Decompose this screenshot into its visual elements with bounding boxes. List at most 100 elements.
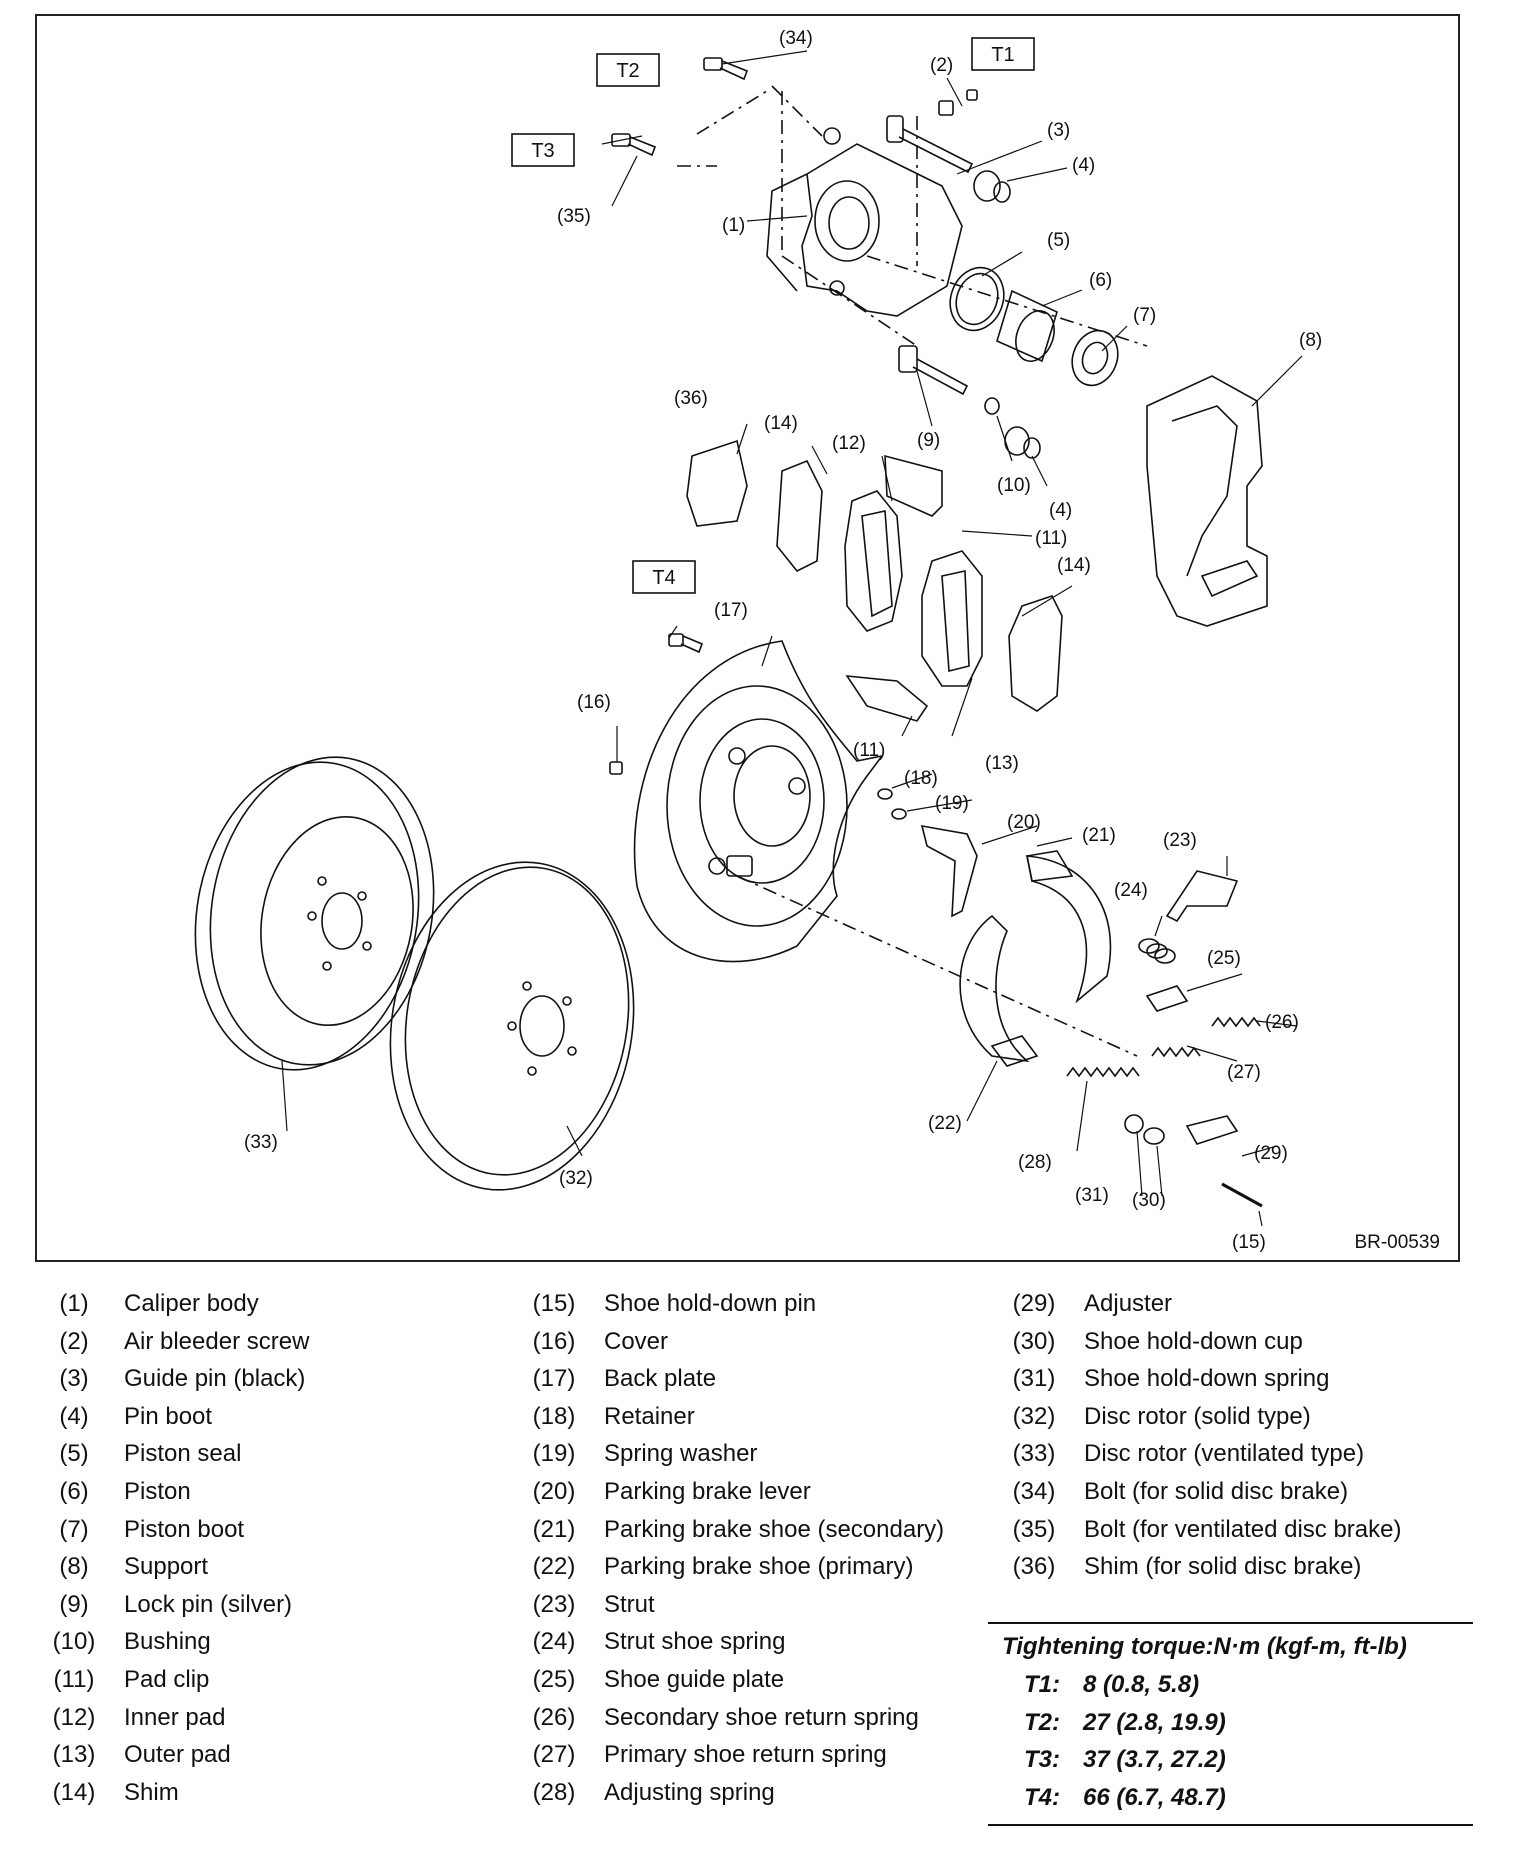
adjuster-shape [1185, 1115, 1239, 1145]
legend-name: Shoe hold-down cup [1084, 1327, 1303, 1355]
brake-assembly-drawing: T2 T3 T1 T4 (1) (2) (3) (4) (5) (6) (7) … [194, 28, 1322, 1253]
parking-shoe-primary-shape [959, 914, 1039, 1067]
callout-20: (20) [1007, 812, 1041, 833]
callout-7: (7) [1133, 305, 1156, 326]
tightening-torque-table: Tightening torque:N·m (kgf-m, ft-lb) T1:… [988, 1622, 1473, 1826]
bushing-shape [984, 397, 1000, 415]
legend-name: Cover [604, 1327, 669, 1355]
callout-19: (19) [935, 793, 969, 814]
legend-num: (24) [532, 1628, 576, 1656]
legend-num: (25) [532, 1665, 576, 1693]
legend-num: (26) [532, 1703, 576, 1731]
pad-clip-lower-shape [845, 675, 929, 722]
callout-6: (6) [1089, 270, 1112, 291]
legend-num: (35) [1012, 1515, 1056, 1543]
torque-key: T3: [1024, 1746, 1060, 1773]
legend-name: Shim [124, 1778, 179, 1806]
callout-25: (25) [1207, 948, 1241, 969]
caliper-body-shape [766, 127, 963, 317]
torque-row: T3: 37 (3.7, 27.2) [988, 1741, 1473, 1779]
callout-t1: T1 [991, 44, 1014, 66]
callout-14-upper: (14) [764, 413, 798, 434]
legend-num: (6) [59, 1477, 89, 1505]
torque-value: 27 (2.8, 19.9) [1083, 1708, 1226, 1736]
piston-shape [996, 289, 1058, 363]
legend-name: Lock pin (silver) [124, 1590, 293, 1618]
callout-23: (23) [1163, 830, 1197, 851]
legend-num: (27) [532, 1741, 576, 1769]
legend-num: (22) [532, 1553, 576, 1581]
callout-28: (28) [1018, 1152, 1052, 1173]
torque-box-t3 [511, 133, 575, 167]
callout-29: (29) [1254, 1143, 1288, 1164]
legend-name: Strut [604, 1590, 655, 1618]
legend-num: (28) [532, 1778, 576, 1806]
legend-num: (2) [59, 1327, 89, 1355]
torque-key: T4: [1024, 1783, 1060, 1811]
callout-17: (17) [714, 600, 748, 621]
legend-name: Piston [124, 1477, 191, 1505]
callout-t4: T4 [652, 567, 675, 589]
legend-name: Adjusting spring [604, 1778, 775, 1806]
guide-pin-shape [886, 115, 974, 174]
callout-30: (30) [1132, 1190, 1166, 1211]
legend-name: Support [124, 1553, 209, 1581]
legend-name: Spring washer [604, 1440, 758, 1468]
torque-value: 37 (3.7, 27.2) [1083, 1746, 1226, 1773]
legend-name: Bushing [124, 1628, 211, 1656]
disc-rotor-solid-shape [389, 861, 635, 1191]
legend-num: (23) [532, 1590, 576, 1618]
legend-name: Outer pad [124, 1741, 231, 1769]
shim-36-shape [686, 439, 748, 527]
legend-num: (8) [59, 1553, 89, 1581]
shim-14-lower-shape [1008, 595, 1063, 712]
torque-key: T1: [1024, 1671, 1060, 1698]
legend-num: (16) [532, 1327, 576, 1355]
callout-2: (2) [930, 55, 953, 76]
callout-34: (34) [779, 28, 813, 49]
legend-name: Adjuster [1084, 1290, 1173, 1317]
legend-name: Piston boot [124, 1515, 245, 1543]
figure-id: BR-00539 [1354, 1232, 1440, 1253]
callout-35: (35) [557, 206, 591, 227]
piston-seal-shape [949, 266, 1005, 332]
callout-31: (31) [1075, 1185, 1109, 1206]
legend-num: (36) [1012, 1553, 1056, 1581]
legend-name: Secondary shoe return spring [604, 1703, 919, 1731]
callout-33: (33) [244, 1132, 278, 1153]
callout-t3: T3 [531, 140, 554, 162]
callout-leader-lines [281, 50, 1303, 1227]
callout-15: (15) [1232, 1232, 1266, 1253]
legend-num: (10) [52, 1628, 96, 1656]
callout-4-lower: (4) [1049, 500, 1072, 521]
legend-name: Back plate [604, 1365, 717, 1393]
legend-name: Air bleeder screw [124, 1327, 310, 1355]
legend-num: (15) [532, 1290, 576, 1317]
lock-pin-shape [898, 345, 969, 396]
legend-name: Shim (for solid disc brake) [1084, 1553, 1362, 1581]
callout-t2: T2 [616, 60, 639, 82]
air-bleeder-shape [938, 89, 978, 116]
legend-num: (18) [532, 1402, 576, 1430]
legend-num: (30) [1012, 1327, 1056, 1355]
legend-num: (1) [59, 1290, 89, 1317]
callout-3: (3) [1047, 120, 1070, 141]
legend-num: (9) [59, 1590, 89, 1618]
callout-5: (5) [1047, 230, 1070, 251]
legend-num: (31) [1012, 1365, 1056, 1393]
callout-26: (26) [1265, 1012, 1299, 1033]
callout-16: (16) [577, 692, 611, 713]
primary-return-spring-shape [1151, 1046, 1201, 1058]
inner-pad-shape [844, 490, 903, 632]
legend-num: (4) [59, 1402, 89, 1430]
legend-name: Retainer [604, 1402, 695, 1430]
legend-num: (13) [52, 1741, 96, 1769]
legend-name: Shoe hold-down spring [1084, 1365, 1330, 1393]
callout-36: (36) [674, 388, 708, 409]
legend-num: (14) [52, 1778, 96, 1806]
back-plate-shape [633, 640, 884, 963]
legend-name: Strut shoe spring [604, 1628, 786, 1656]
shoe-guide-plate-shape [1145, 985, 1189, 1012]
legend-name: Disc rotor (solid type) [1084, 1402, 1311, 1430]
callout-10: (10) [997, 475, 1031, 496]
